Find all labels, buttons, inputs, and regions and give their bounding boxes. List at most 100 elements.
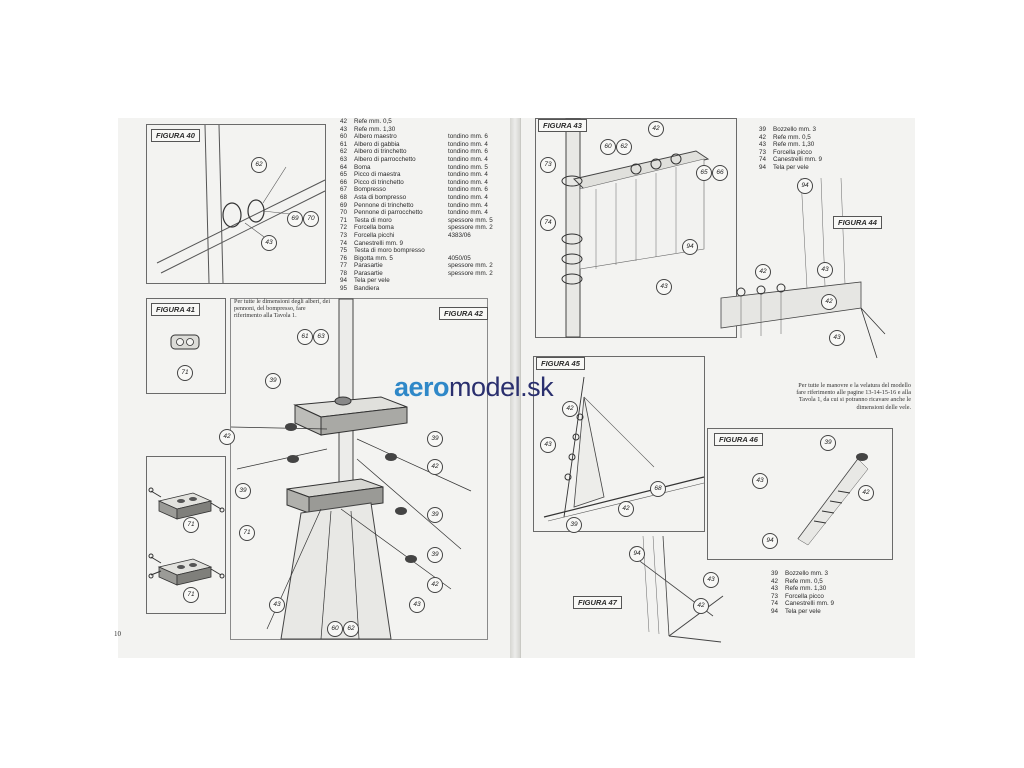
callout: 42 (562, 401, 578, 417)
callout: 43 (829, 330, 845, 346)
figure-41-drawing (170, 334, 200, 350)
figure-42-drawing (230, 298, 472, 640)
figure-40-label: FIGURA 40 (151, 129, 200, 142)
figure-41-label: FIGURA 41 (151, 303, 200, 316)
callout: 43 (540, 437, 556, 453)
callout: 43 (752, 473, 768, 489)
callout: 65 (696, 165, 712, 181)
page-number: 10 (114, 630, 121, 638)
callout: 63 (313, 329, 329, 345)
figure-41-panel: FIGURA 41 71 (146, 298, 226, 394)
callout: 43 (261, 235, 277, 251)
figure-42-panel: FIGURA 42 61 63 39 42 39 39 39 42 71 39 … (219, 298, 488, 640)
callout: 39 (566, 517, 582, 533)
figure-47-label: FIGURA 47 (573, 596, 622, 609)
figure-46-panel: FIGURA 46 39 42 43 94 (707, 428, 893, 560)
callout: 71 (177, 365, 193, 381)
figure-45-label: FIGURA 45 (536, 357, 585, 370)
figure-46-drawing (797, 453, 869, 546)
callout: 71 (239, 525, 255, 541)
figure-46-label: FIGURA 46 (714, 433, 763, 446)
callout: 42 (618, 501, 634, 517)
callout: 43 (703, 572, 719, 588)
figure-44-drawing (720, 177, 886, 359)
figure-43-label: FIGURA 43 (538, 119, 587, 132)
callout: 39 (820, 435, 836, 451)
figure-43-panel: FIGURA 43 42 60 62 73 65 66 74 94 43 (535, 118, 737, 338)
callout: 74 (540, 215, 556, 231)
figure-40-panel: FIGURA 40 62 69 70 43 (146, 124, 326, 284)
callout: 42 (648, 121, 664, 137)
right-rigging-note: Per tutte le manovre e la velatura del m… (796, 382, 911, 411)
callout: 69 (287, 211, 303, 227)
callout: 39 (265, 373, 281, 389)
figure-47-drawing (632, 535, 724, 643)
callout: 39 (427, 547, 443, 563)
callout: 62 (251, 157, 267, 173)
callout: 61 (297, 329, 313, 345)
callout: 39 (235, 483, 251, 499)
callout: 60 (600, 139, 616, 155)
callout: 43 (269, 597, 285, 613)
callout: 43 (409, 597, 425, 613)
callout: 43 (817, 262, 833, 278)
callout: 94 (682, 239, 698, 255)
figure-45-drawing (543, 376, 705, 522)
callout: 62 (343, 621, 359, 637)
callout: 70 (303, 211, 319, 227)
callout: 39 (427, 507, 443, 523)
callout: 39 (427, 431, 443, 447)
left-dimensions-note: Per tutte le dimensioni degli alberi, de… (234, 298, 331, 320)
callout: 71 (183, 517, 199, 533)
figure-43-drawing (561, 118, 710, 338)
callout: 94 (797, 178, 813, 194)
watermark-aero: aero (394, 371, 450, 402)
figure-40-drawing (156, 124, 326, 284)
callout: 66 (712, 165, 728, 181)
callout: 94 (762, 533, 778, 549)
callout: 42 (693, 598, 709, 614)
page-gutter (510, 118, 520, 658)
callout: 42 (219, 429, 235, 445)
callout: 42 (755, 264, 771, 280)
callout: 73 (540, 157, 556, 173)
figure-45-panel: FIGURA 45 42 43 68 39 42 (533, 356, 705, 533)
figure-47-panel: FIGURA 47 94 43 42 (533, 535, 724, 646)
